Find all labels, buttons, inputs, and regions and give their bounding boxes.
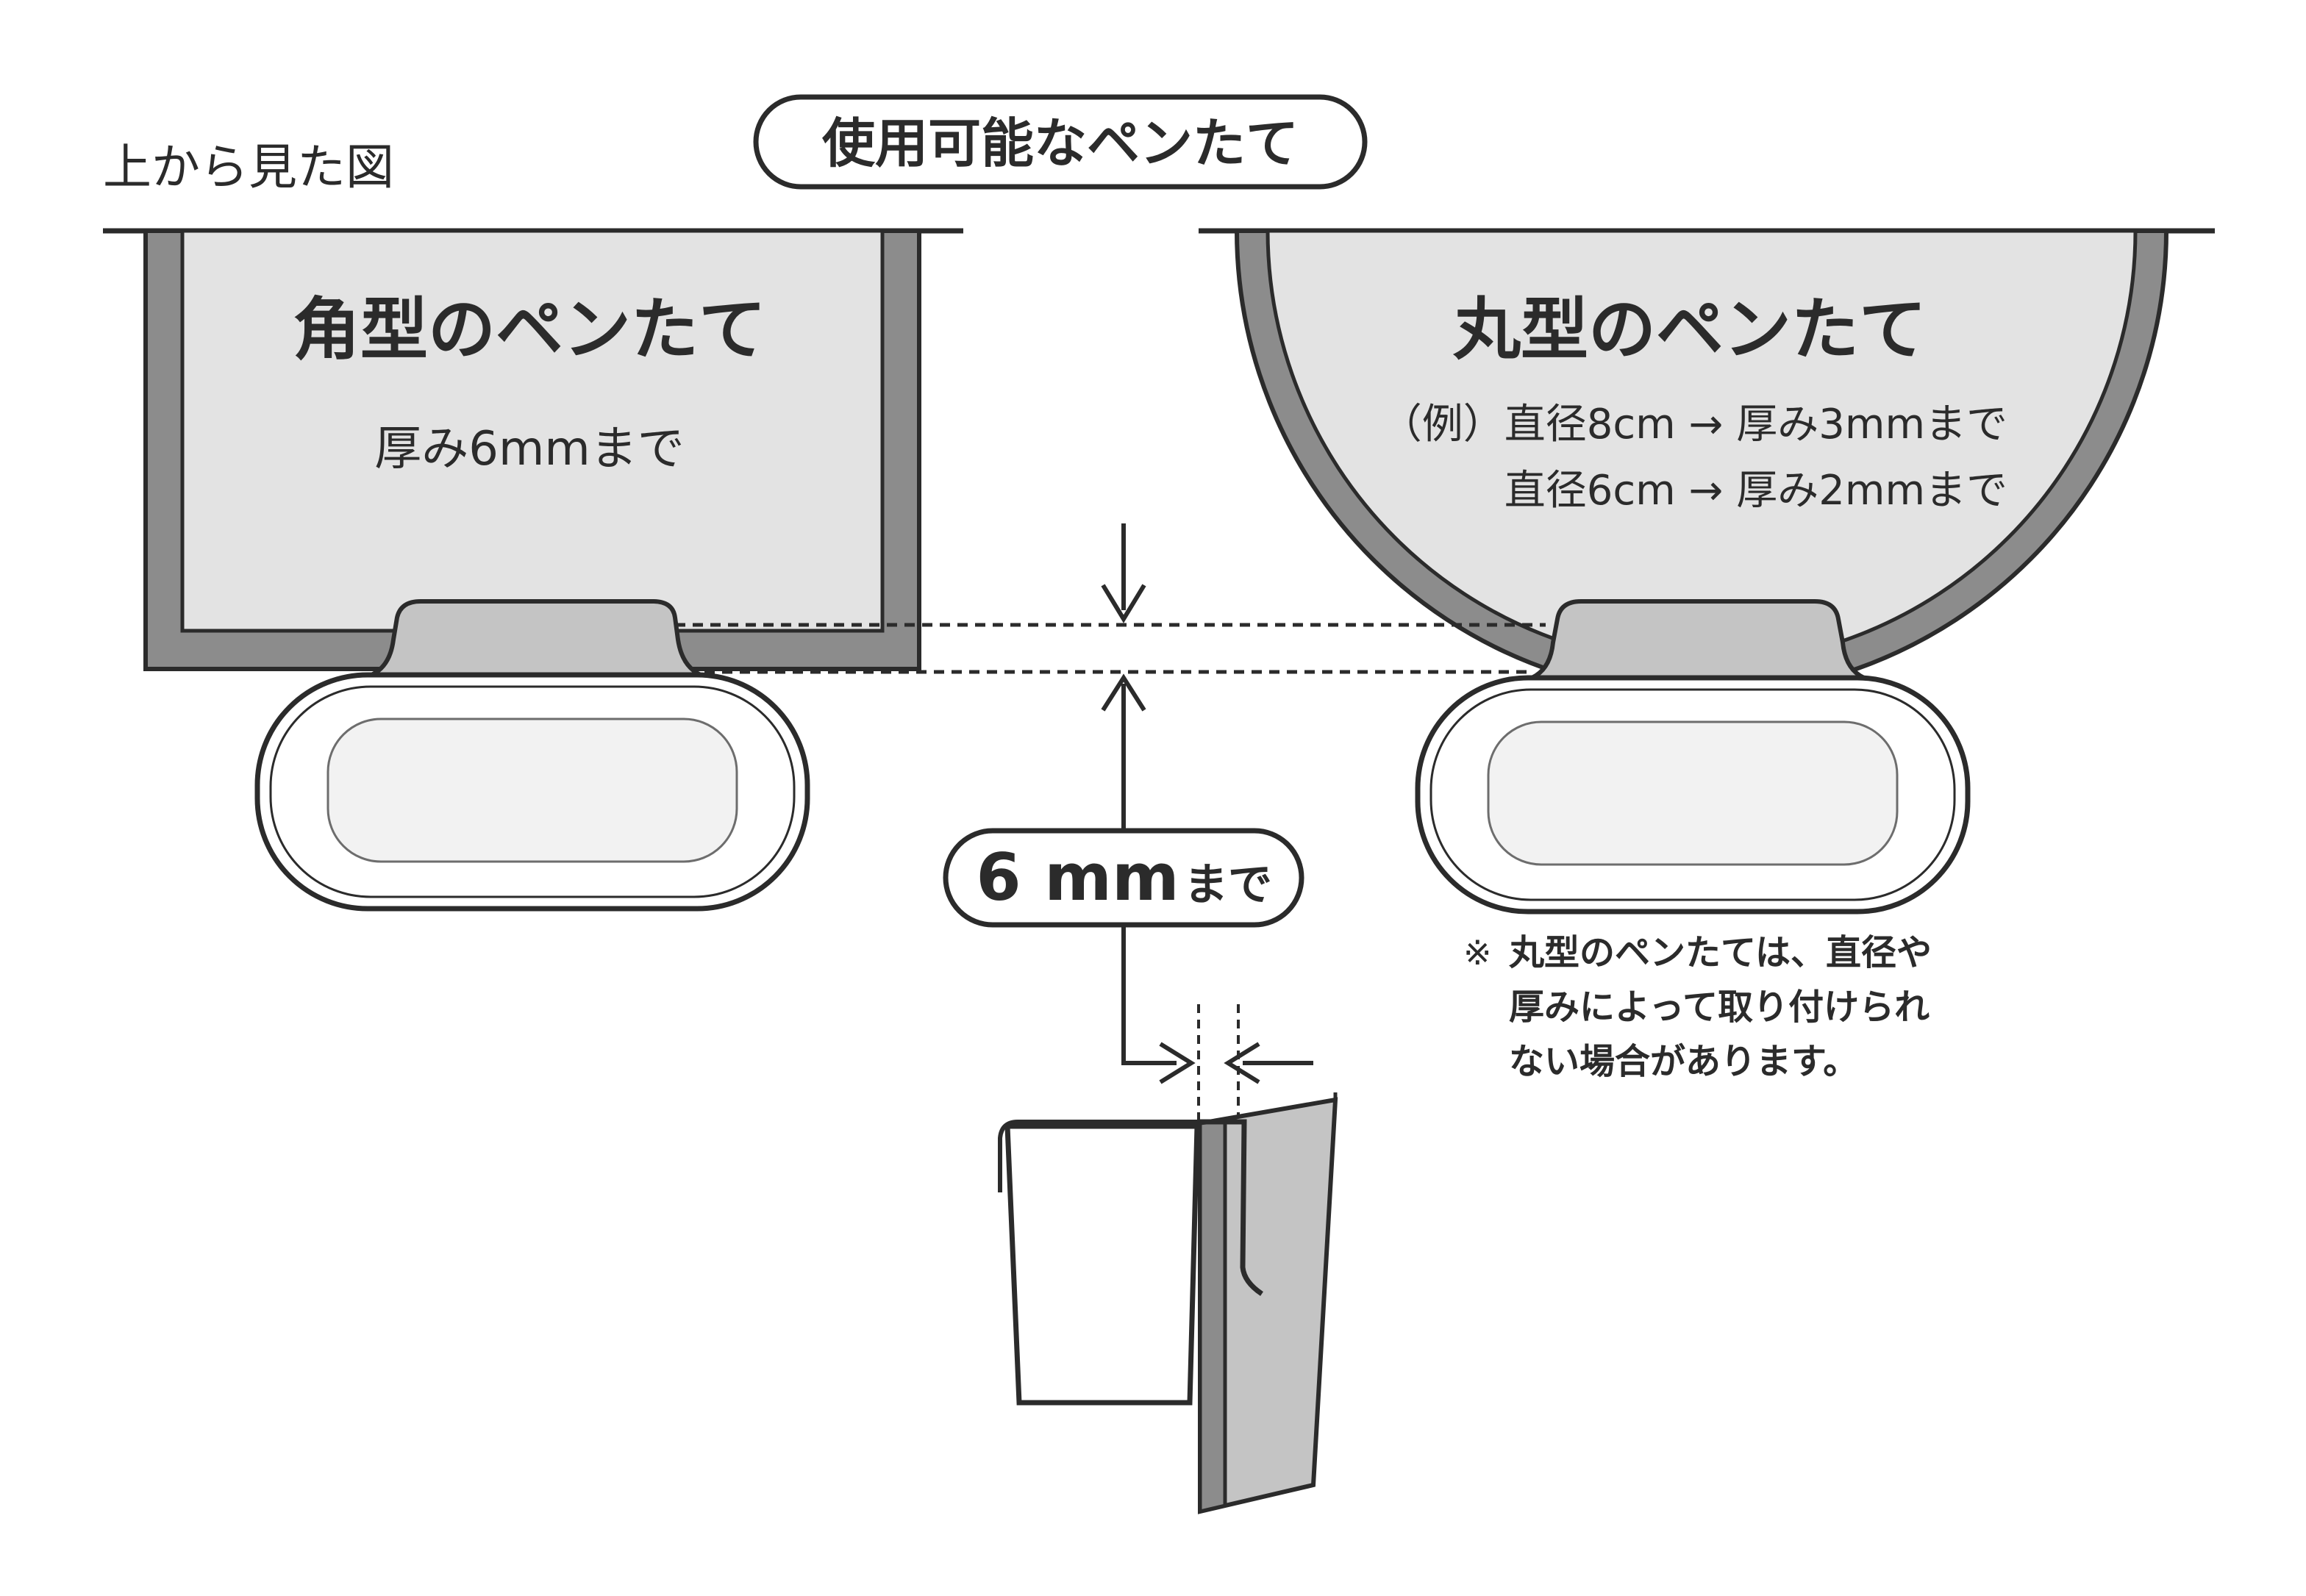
down-arrow-icon [1101,584,1146,623]
header-badge: 使用可能なペンたて [753,94,1368,190]
side-view [998,1092,1338,1514]
right-tray-inner [1487,720,1899,866]
right-clip-and-tray [1415,599,1971,915]
cup-body [1004,1123,1200,1406]
thickness-suffix: まで [1184,859,1272,911]
thickness-badge: 6 mm まで [943,828,1304,928]
round-pen-holder: 丸型のペンたて （例）直径8cm → 厚み3mmまで 直径6cm → 厚み2mm… [1199,228,2215,698]
up-arrow-icon [1101,673,1146,712]
square-holder-limit: 厚み6mmまで [374,422,684,476]
note: ※ 丸型のペンたては、直径や 厚みによって取り付けられ ない場合があります。 [1463,932,1932,1082]
view-label: 上から見た図 [103,139,394,196]
left-clip-and-tray [254,599,810,912]
round-holder-title: 丸型のペンたて [1452,290,1927,369]
left-clip [366,599,706,679]
right-tray-rim [1429,688,1956,901]
left-pointing-arrow-icon [1224,1042,1260,1084]
note-mark: ※ [1463,933,1492,973]
thickness-unit: mm [1044,840,1179,915]
leader-line [1121,925,1177,1065]
header-badge-label: 使用可能なペンたて [822,112,1299,174]
left-tray-rim [269,685,796,898]
dimension-guides [675,523,1546,838]
square-holder-title: 角型のペンたて [293,290,766,369]
round-holder-example-1: （例）直径8cm → 厚み3mmまで [1381,401,2007,448]
note-line-3: ない場合があります。 [1509,1041,1858,1082]
note-line-1: 丸型のペンたては、直径や [1508,932,1932,973]
round-holder-example-2: 直径6cm → 厚み2mmまで [1504,467,2007,515]
right-pointing-arrow-icon [1159,1042,1196,1084]
hook-clip [1197,1119,1263,1296]
thickness-number: 6 [976,840,1021,915]
note-line-2: 厚みによって取り付けられ [1509,987,1930,1028]
side-view-dimension [1121,925,1313,1120]
right-clip [1527,599,1869,681]
cup-rim [998,1120,1197,1192]
left-tray-inner [326,718,738,863]
wall-thickness [1198,1118,1227,1514]
